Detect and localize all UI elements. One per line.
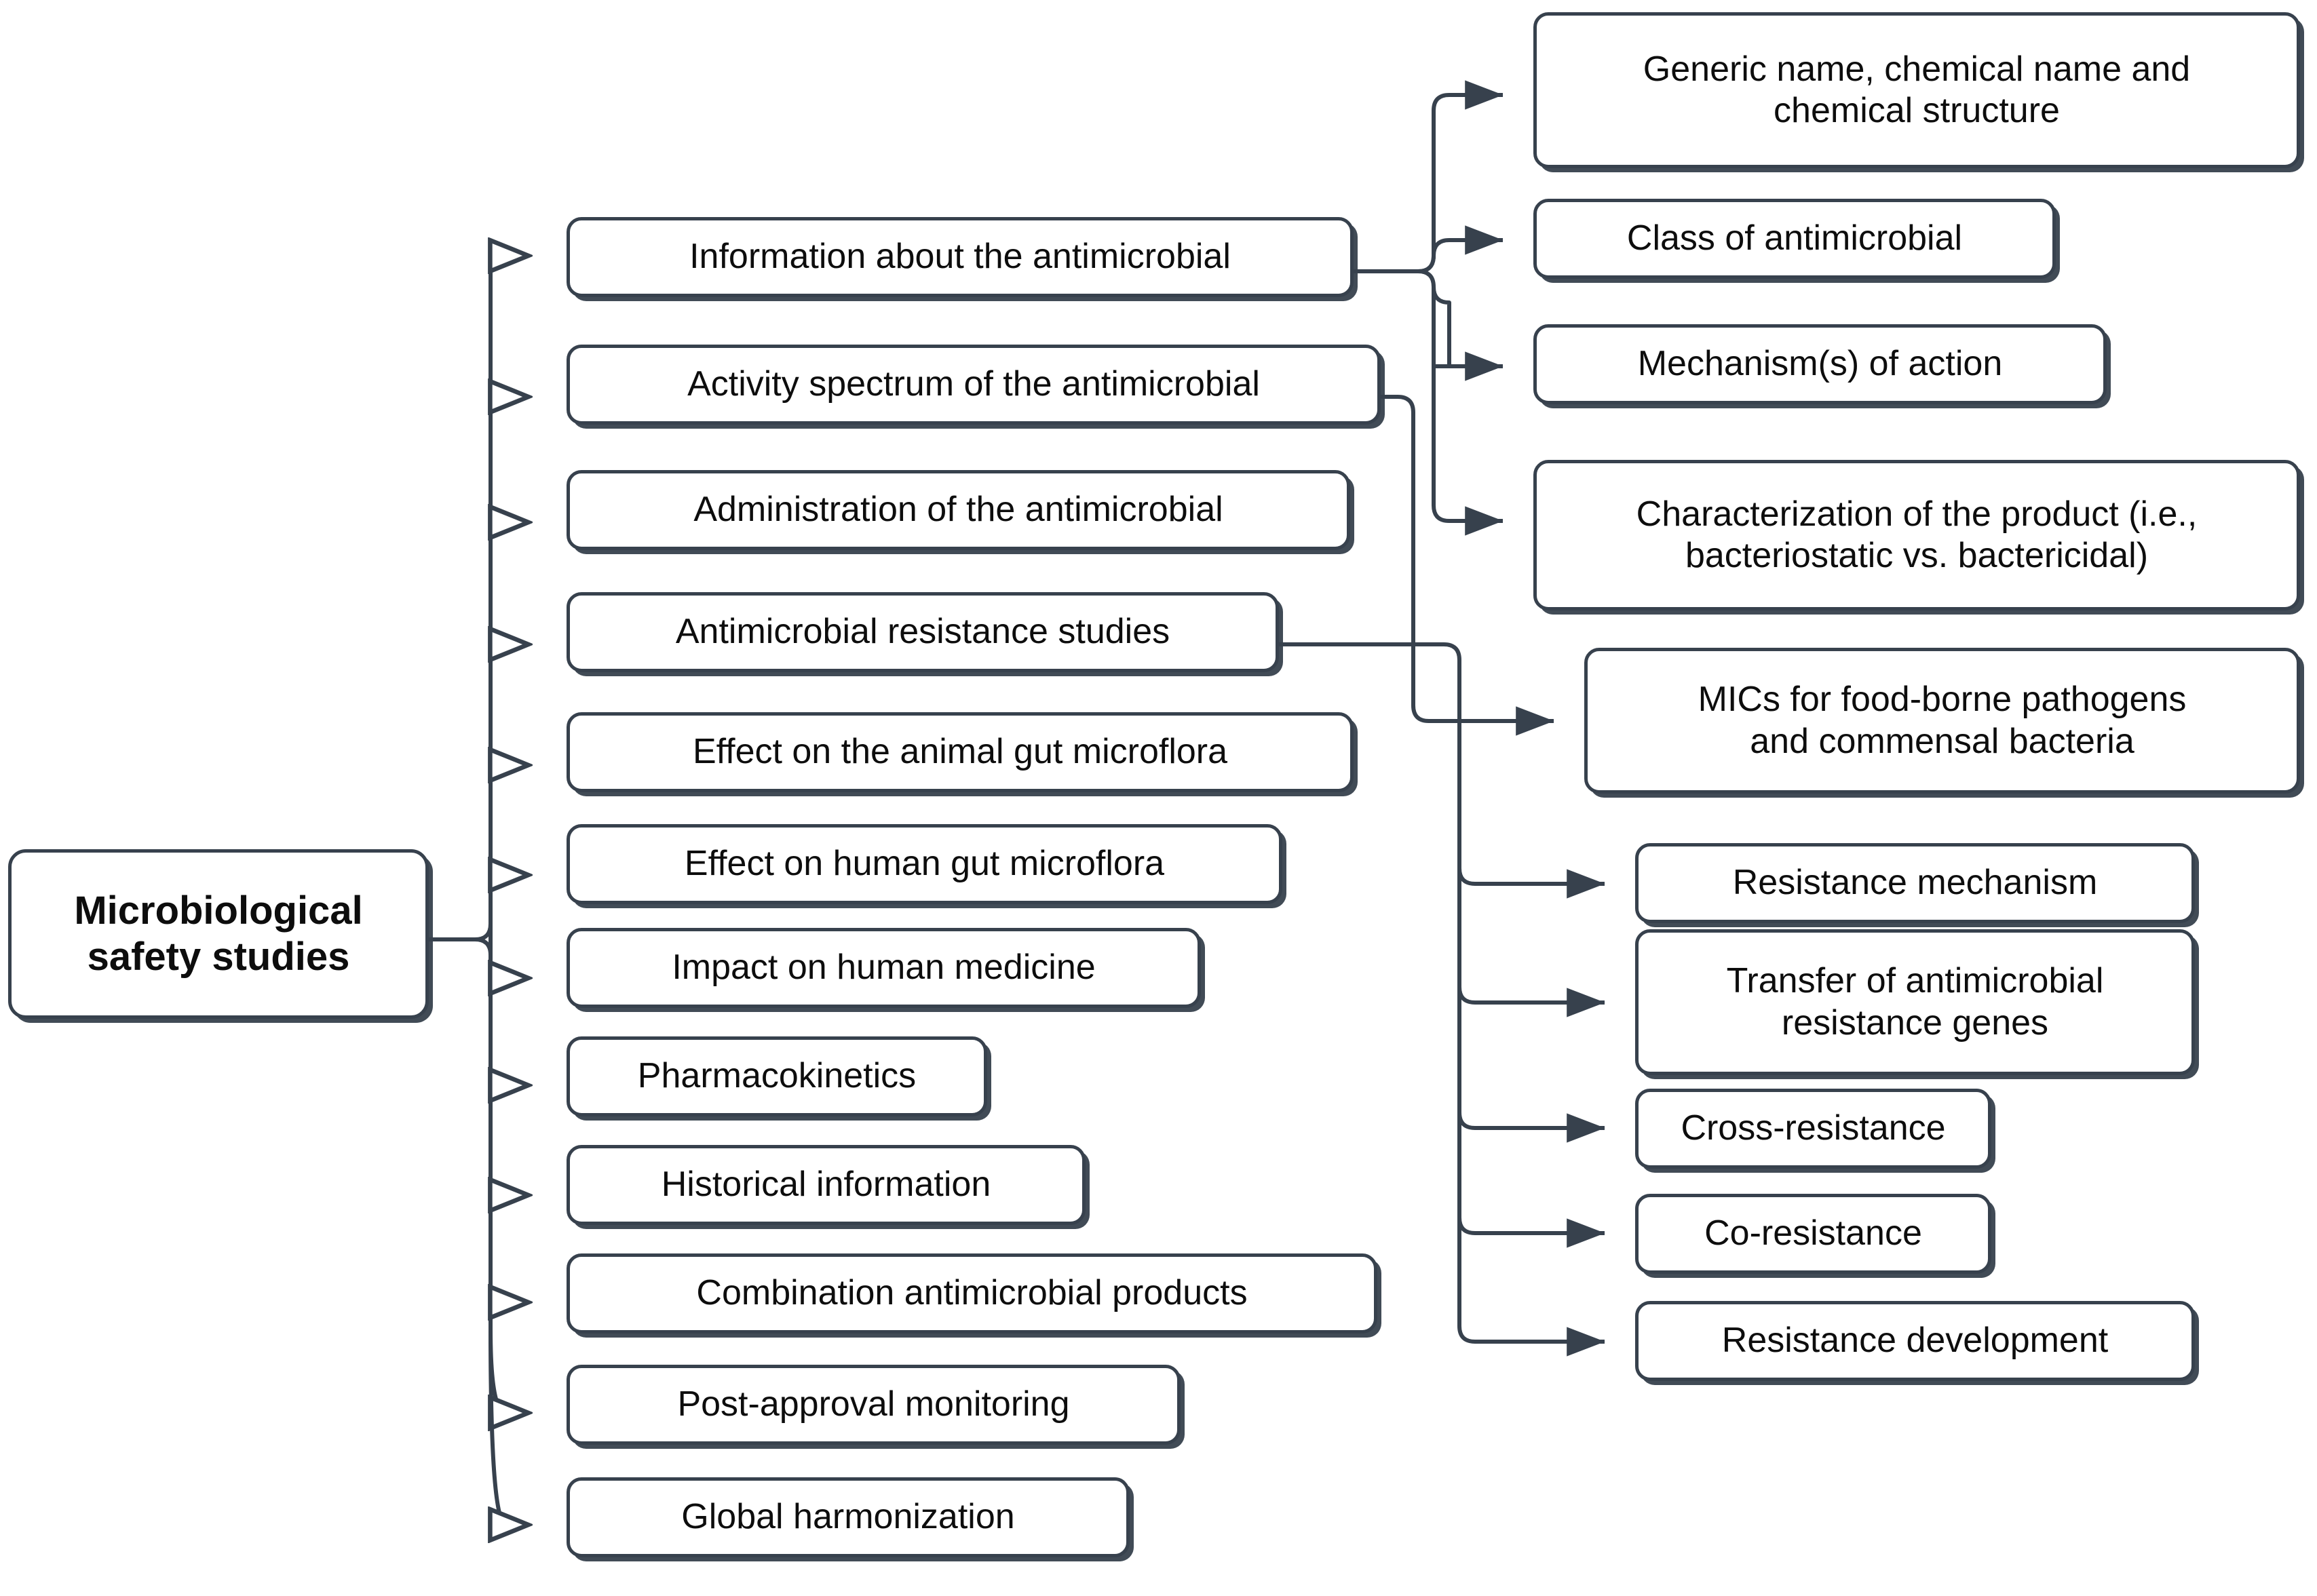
- leaf-label-generic-name-line2: chemical structure: [1774, 91, 2060, 130]
- branch-label-human-medicine: Impact on human medicine: [672, 948, 1096, 988]
- branch-label-administration: Administration of the antimicrobial: [693, 490, 1223, 530]
- branch-node-human-medicine[interactable]: Impact on human medicine: [567, 928, 1201, 1008]
- wire-information-generic: [1350, 80, 1504, 273]
- leaf-node-resistance-mechanism[interactable]: Resistance mechanism: [1635, 843, 2195, 923]
- branch-line-11: [491, 1329, 529, 1413]
- branch-label-global-harmonization: Global harmonization: [681, 1497, 1015, 1537]
- branch-node-information[interactable]: Information about the antimicrobial: [567, 217, 1354, 297]
- branch-node-combination-products[interactable]: Combination antimicrobial products: [567, 1253, 1377, 1334]
- root-label-line1: Microbiological: [74, 888, 363, 933]
- leaf-label-generic-name-line1: Generic name, chemical name and: [1643, 49, 2191, 89]
- leaf-label-characterization-line1: Characterization of the product (i.e.,: [1636, 494, 2198, 534]
- leaf-label-transfer-line1: Transfer of antimicrobial: [1726, 961, 2104, 1001]
- leaf-label-mics-line1: MICs for food-borne pathogens: [1698, 680, 2187, 720]
- branch-node-global-harmonization[interactable]: Global harmonization: [567, 1477, 1130, 1557]
- branch-label-historical-information: Historical information: [661, 1165, 991, 1205]
- branch-node-post-approval-monitoring[interactable]: Post-approval monitoring: [567, 1365, 1181, 1445]
- leaf-node-class-of-antimicrobial[interactable]: Class of antimicrobial: [1533, 199, 2056, 279]
- leaf-node-resistance-development[interactable]: Resistance development: [1635, 1301, 2195, 1381]
- leaf-node-transfer-of-resistance-genes[interactable]: Transfer of antimicrobial resistance gen…: [1635, 929, 2195, 1075]
- branch-line-1: [491, 256, 529, 271]
- leaf-node-generic-name[interactable]: Generic name, chemical name and chemical…: [1533, 12, 2300, 168]
- wire-information-character: [1432, 287, 1504, 536]
- branch-node-activity[interactable]: Activity spectrum of the antimicrobial: [567, 345, 1381, 425]
- leaf-label-transfer-line2: resistance genes: [1781, 1003, 2049, 1043]
- branch-node-animal-gut-microflora[interactable]: Effect on the animal gut microflora: [567, 712, 1354, 792]
- wire-information-mechanism: [1417, 269, 1504, 381]
- branch-label-post-approval-monitoring: Post-approval monitoring: [677, 1384, 1070, 1424]
- wire-activity-mics: [1377, 395, 1554, 736]
- branch-node-historical-information[interactable]: Historical information: [567, 1145, 1086, 1225]
- wire-resistance-cross: [1457, 660, 1605, 1143]
- branch-label-human-gut-microflora: Effect on human gut microflora: [684, 844, 1165, 884]
- leaf-label-characterization-line2: bacteriostatic vs. bactericidal): [1685, 536, 2149, 575]
- leaf-label-mechanism-of-action: Mechanism(s) of action: [1637, 344, 2003, 384]
- root-stub-down: [474, 937, 493, 956]
- leaf-node-mechanism-of-action[interactable]: Mechanism(s) of action: [1533, 324, 2107, 404]
- branch-label-combination-products: Combination antimicrobial products: [696, 1273, 1248, 1313]
- leaf-node-cross-resistance[interactable]: Cross-resistance: [1635, 1089, 1991, 1169]
- branch-label-resistance-studies: Antimicrobial resistance studies: [675, 612, 1170, 652]
- wire-resistance-transfer: [1457, 660, 1605, 1017]
- leaf-node-mics-food-borne-pathogens[interactable]: MICs for food-borne pathogens and commen…: [1584, 648, 2300, 794]
- wire-resistance-co: [1457, 660, 1605, 1248]
- branch-node-resistance-studies[interactable]: Antimicrobial resistance studies: [567, 592, 1279, 672]
- leaf-label-resistance-mechanism: Resistance mechanism: [1732, 863, 2098, 903]
- leaf-label-class-of-antimicrobial: Class of antimicrobial: [1626, 218, 1963, 258]
- branch-node-human-gut-microflora[interactable]: Effect on human gut microflora: [567, 824, 1282, 904]
- branch-label-activity: Activity spectrum of the antimicrobial: [687, 364, 1260, 404]
- leaf-label-mics-line2: and commensal bacteria: [1750, 721, 2134, 761]
- wire-information-class: [1417, 225, 1504, 273]
- root-label-line2: safety studies: [87, 935, 350, 979]
- branch-node-administration[interactable]: Administration of the antimicrobial: [567, 470, 1350, 550]
- leaf-node-co-resistance[interactable]: Co-resistance: [1635, 1194, 1991, 1274]
- branch-line-12: [491, 1329, 529, 1525]
- leaf-label-cross-resistance: Cross-resistance: [1681, 1108, 1946, 1148]
- leaf-label-resistance-development: Resistance development: [1721, 1321, 2109, 1361]
- root-node-microbiological-safety-studies[interactable]: Microbiological safety studies: [8, 849, 429, 1019]
- branch-label-pharmacokinetics: Pharmacokinetics: [637, 1056, 917, 1096]
- branch-label-information: Information about the antimicrobial: [689, 237, 1231, 277]
- root-stub-up: [429, 923, 493, 941]
- wire-resistance-development: [1457, 660, 1605, 1357]
- branch-label-animal-gut-microflora: Effect on the animal gut microflora: [692, 732, 1228, 772]
- branch-node-pharmacokinetics[interactable]: Pharmacokinetics: [567, 1036, 987, 1116]
- leaf-label-co-resistance: Co-resistance: [1704, 1213, 1922, 1253]
- leaf-node-characterization-of-product[interactable]: Characterization of the product (i.e., b…: [1533, 460, 2300, 610]
